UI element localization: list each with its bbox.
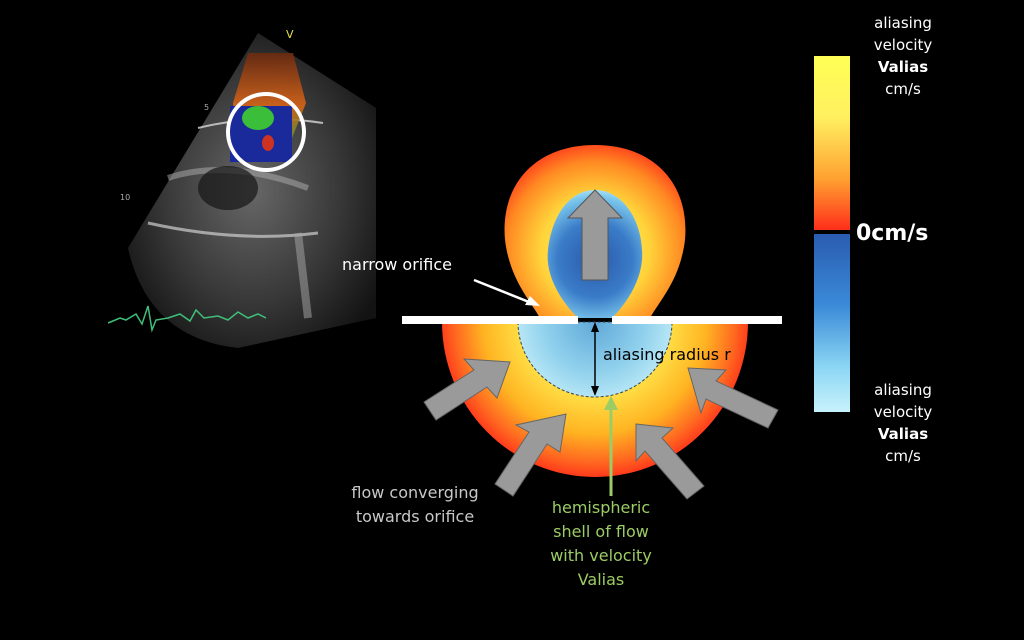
depth-marker-5: 5: [204, 103, 209, 112]
shell-pointer-arrow: [604, 396, 618, 496]
scale-bot-line2: velocity: [873, 403, 933, 421]
scale-bot-line4: cm/s: [885, 447, 921, 465]
echocardiogram-image: V 5 10: [108, 28, 376, 348]
flow-converging-line1: flow converging: [351, 483, 479, 502]
shell-line1: hemispheric: [551, 498, 651, 517]
scale-top-line1: aliasing: [874, 14, 932, 32]
scale-zero-label: 0cm/s: [856, 221, 929, 246]
orifice-plate-left: [402, 316, 578, 324]
converging-arrows: [423, 358, 779, 500]
scale-top-label: aliasing velocity Valias cm/s: [843, 12, 963, 100]
echo-marker-v: V: [286, 28, 294, 41]
converging-arrow-3: [687, 367, 779, 429]
scale-bot-line1: aliasing: [874, 381, 932, 399]
convergence-hemisphere: [442, 322, 748, 477]
aliasing-radius-label: aliasing radius r: [603, 345, 731, 364]
scale-top-line4: cm/s: [885, 80, 921, 98]
scale-bot-line3: Valias: [877, 425, 929, 443]
scale-top-line3: Valias: [877, 58, 929, 76]
orifice-pointer-arrow: [473, 278, 540, 306]
color-scale-zero-line: [812, 230, 852, 234]
depth-marker-10: 10: [120, 193, 130, 202]
converging-arrow-1: [423, 358, 511, 421]
shell-line4: Valias: [577, 570, 625, 589]
converging-arrow-2: [494, 413, 567, 497]
color-scale-positive: [814, 56, 850, 232]
shell-line2: shell of flow: [553, 522, 649, 541]
shell-line3: with velocity: [550, 546, 652, 565]
flow-converging-line2: towards orifice: [355, 507, 475, 526]
highlight-circle: [226, 92, 306, 172]
narrow-orifice-label: narrow orifice: [342, 255, 452, 274]
radius-arrow: [591, 322, 599, 396]
converging-arrow-4: [635, 423, 705, 500]
color-scale-negative: [814, 234, 850, 412]
flow-converging-label: flow converging towards orifice: [340, 481, 490, 529]
scale-top-line2: velocity: [873, 36, 933, 54]
jet-up-arrow: [566, 189, 624, 281]
hemispheric-shell-label: hemispheric shell of flow with velocity …: [526, 496, 676, 592]
orifice-plate-right: [612, 316, 782, 324]
scale-bottom-label: aliasing velocity Valias cm/s: [843, 379, 963, 467]
